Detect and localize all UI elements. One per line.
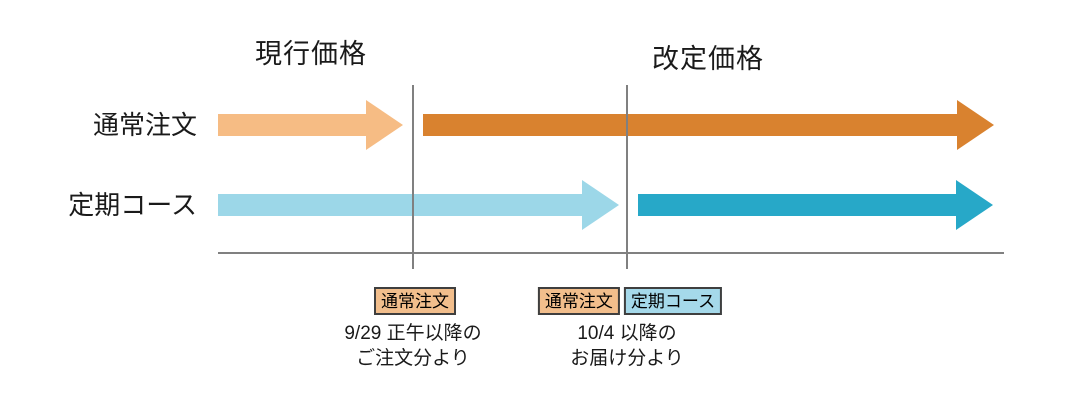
arrow-body xyxy=(218,114,366,136)
milestone-line-2 xyxy=(626,85,628,269)
timeline-baseline xyxy=(218,252,1004,254)
milestone-1-note: 9/29 正午以降の ご注文分より xyxy=(344,321,481,371)
note-line: 10/4 以降の xyxy=(577,323,677,344)
badge-regular-order: 通常注文 xyxy=(537,287,620,315)
arrow-body xyxy=(638,194,956,216)
note-line: お届け分より xyxy=(570,348,684,369)
row-label-regular-order: 通常注文 xyxy=(92,110,197,140)
note-line: ご注文分より xyxy=(356,348,470,369)
milestone-line-1 xyxy=(412,85,414,269)
badge-regular-order: 通常注文 xyxy=(374,287,456,315)
milestone-1-badges: 通常注文 xyxy=(374,287,456,315)
arrow-regular-current-price xyxy=(218,100,403,150)
revised-price-label: 改定価格 xyxy=(652,44,764,74)
arrow-body xyxy=(218,194,582,216)
badge-subscription-course: 定期コース xyxy=(623,287,723,315)
arrow-head-icon xyxy=(366,100,403,150)
note-line: 9/29 正午以降の xyxy=(344,323,482,344)
arrow-head-icon xyxy=(957,100,994,150)
arrow-subscription-current-price xyxy=(218,180,619,230)
arrow-subscription-revised-price xyxy=(638,180,993,230)
milestone-2-note: 10/4 以降の お届け分より xyxy=(570,321,684,371)
arrow-body xyxy=(423,114,957,136)
milestone-2-badges: 通常注文 定期コース xyxy=(537,287,723,315)
arrow-head-icon xyxy=(956,180,993,230)
current-price-label: 現行価格 xyxy=(255,39,367,69)
arrow-head-icon xyxy=(582,180,619,230)
row-label-subscription-course: 定期コース xyxy=(68,190,197,220)
arrow-regular-revised-price xyxy=(423,100,994,150)
